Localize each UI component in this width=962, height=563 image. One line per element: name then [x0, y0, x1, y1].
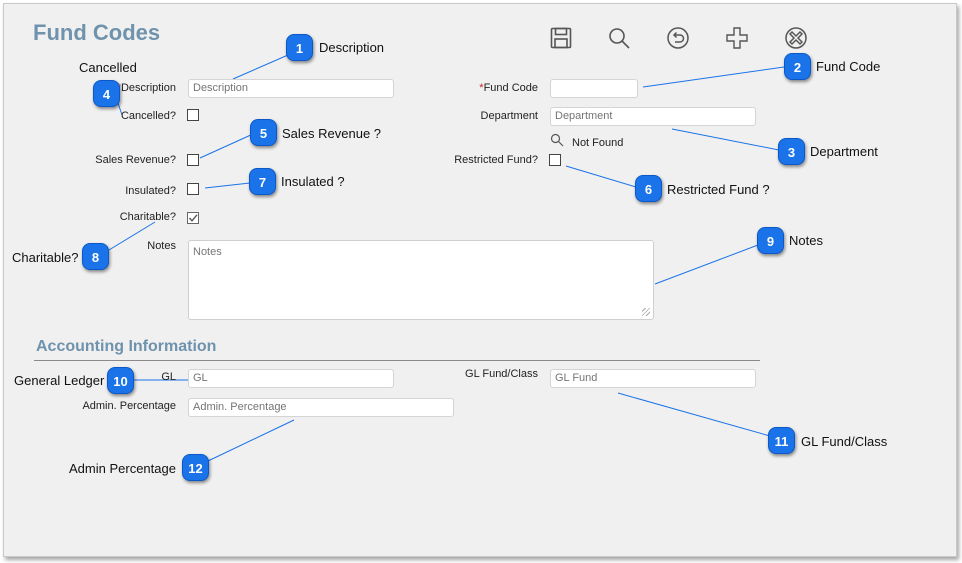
- restricted-fund-checkbox[interactable]: [549, 154, 561, 166]
- save-icon[interactable]: [549, 26, 573, 50]
- search-icon[interactable]: [607, 26, 631, 50]
- resize-grip-icon[interactable]: [642, 308, 650, 316]
- callout-badge: 1: [286, 34, 313, 61]
- callout-label: Description: [319, 40, 384, 55]
- notes-label: Notes: [147, 240, 176, 252]
- department-input[interactable]: [550, 107, 756, 126]
- callout-label: Fund Code: [816, 59, 880, 74]
- gl-fund-class-label: GL Fund/Class: [465, 368, 538, 380]
- department-label: Department: [481, 110, 538, 122]
- charitable-checkbox[interactable]: [187, 212, 199, 224]
- section-divider: [34, 360, 760, 361]
- callout-label: General Ledger: [14, 373, 104, 388]
- fund-code-label: Fund Code: [479, 82, 538, 94]
- callout-badge: 3: [778, 138, 805, 165]
- callout-badge: 10: [107, 367, 134, 394]
- checkmark-icon: [187, 212, 199, 224]
- page-title: Fund Codes: [33, 20, 160, 46]
- cancelled-label: Cancelled?: [121, 110, 176, 122]
- cancelled-checkbox[interactable]: [187, 109, 199, 121]
- cancel-icon[interactable]: [784, 26, 808, 50]
- sales-revenue-label: Sales Revenue?: [95, 154, 176, 166]
- restricted-fund-label: Restricted Fund?: [454, 154, 538, 166]
- description-input[interactable]: [188, 79, 394, 98]
- gl-label: GL: [161, 371, 176, 383]
- accounting-section-title: Accounting Information: [36, 338, 216, 356]
- callout-label: GL Fund/Class: [801, 434, 887, 449]
- callout-badge: 7: [249, 168, 276, 195]
- callout-badge: 6: [635, 175, 662, 202]
- undo-icon[interactable]: [666, 26, 690, 50]
- admin-percentage-label: Admin. Percentage: [82, 400, 176, 412]
- insulated-label: Insulated?: [125, 185, 176, 197]
- callout-badge: 5: [250, 119, 277, 146]
- callout-badge: 12: [182, 454, 209, 481]
- callout-label: Charitable?: [12, 250, 79, 265]
- callout-badge: 9: [757, 227, 784, 254]
- cancelled-caption: Cancelled: [79, 60, 137, 75]
- add-icon[interactable]: [725, 26, 749, 50]
- insulated-checkbox[interactable]: [187, 183, 199, 195]
- gl-input[interactable]: [188, 369, 394, 388]
- callout-badge: 4: [93, 80, 120, 107]
- callout-label: Insulated ?: [281, 174, 345, 189]
- sales-revenue-checkbox[interactable]: [187, 154, 199, 166]
- gl-fund-class-input[interactable]: [550, 369, 756, 388]
- callout-label: Notes: [789, 233, 823, 248]
- notes-textarea[interactable]: Notes: [188, 240, 654, 320]
- callout-label: Sales Revenue ?: [282, 126, 381, 141]
- department-lookup-icon[interactable]: [550, 133, 564, 147]
- callout-badge: 8: [82, 243, 109, 270]
- callout-label: Admin Percentage: [69, 461, 176, 476]
- description-label: Description: [117, 82, 176, 94]
- not-found-text: Not Found: [572, 137, 623, 149]
- callout-label: Department: [810, 144, 878, 159]
- charitable-label: Charitable?: [120, 211, 176, 223]
- callout-badge: 2: [784, 53, 811, 80]
- callout-badge: 11: [768, 427, 795, 454]
- callout-label: Restricted Fund ?: [667, 182, 770, 197]
- notes-placeholder: Notes: [193, 246, 222, 258]
- admin-percentage-input[interactable]: [188, 398, 454, 417]
- fund-code-input[interactable]: [550, 79, 638, 98]
